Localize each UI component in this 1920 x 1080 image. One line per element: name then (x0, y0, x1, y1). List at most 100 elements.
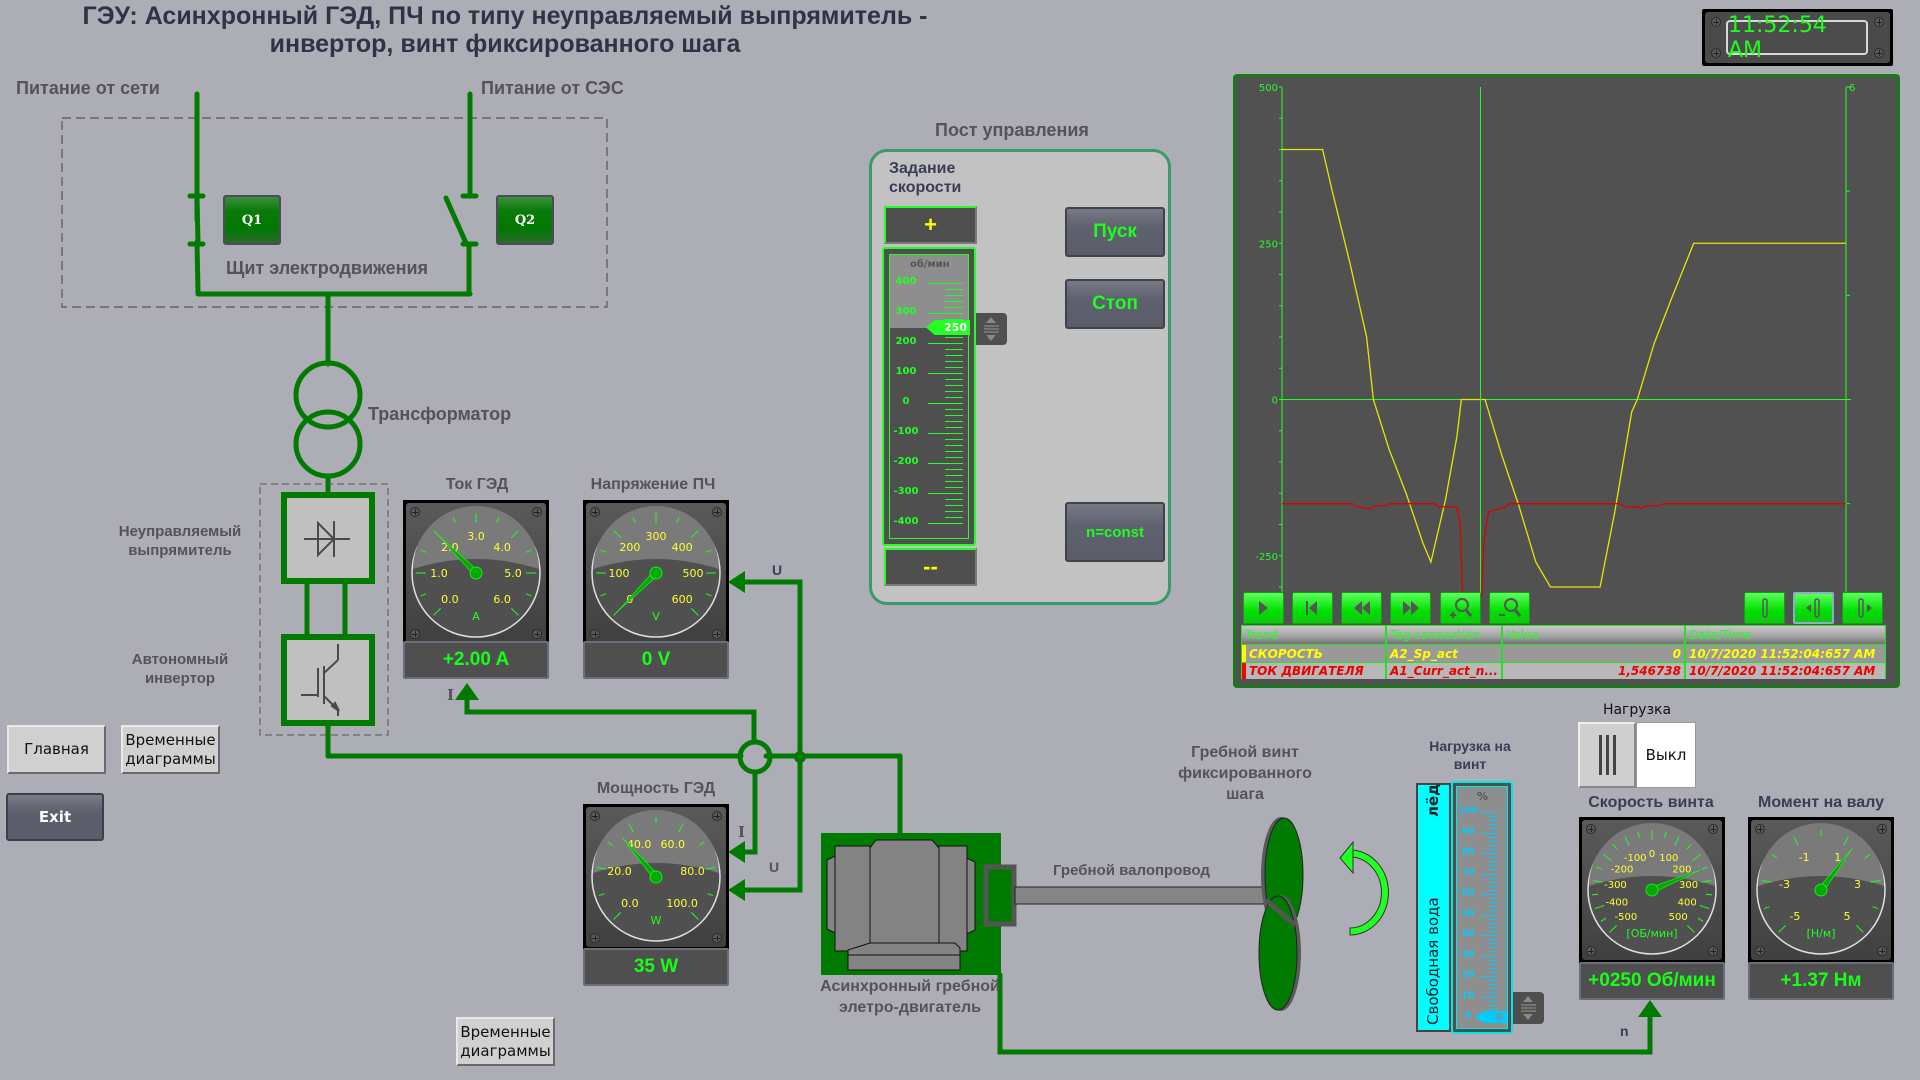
stop-button[interactable]: Стоп (1065, 279, 1165, 329)
slider-tick (945, 457, 963, 458)
load-tick (1489, 939, 1497, 941)
toggle-handle[interactable] (1578, 722, 1636, 788)
gauge-tick (1624, 836, 1630, 846)
slider-spinner[interactable] (976, 313, 1007, 345)
gauge-tick (1612, 844, 1618, 850)
start-button[interactable]: Пуск (1065, 207, 1165, 257)
gauge-tick (676, 517, 680, 524)
trend-to-start-button[interactable] (1292, 592, 1333, 624)
transformer-label: Трансформатор (368, 404, 512, 424)
gauge-tick (433, 608, 441, 616)
gauge-tick (613, 912, 621, 920)
current-gauge: 0.01.02.03.04.05.06.0A (403, 500, 549, 646)
slider-tick-label: 100 (895, 366, 917, 377)
table-row[interactable]: ТОК ДВИГАТЕЛЯ A1_Curr_act_n... 1,546738 … (1242, 662, 1885, 679)
screw-icon (590, 507, 600, 517)
row-datetime: 10/7/2020 11:52:04:657 AM (1689, 664, 1876, 678)
trend-ruler-left-button[interactable] (1793, 592, 1834, 624)
slider-unit: об/мин (910, 259, 950, 270)
slider-tick-label: -200 (893, 456, 919, 467)
gauge-scale-label: -500 (1614, 912, 1637, 923)
load-tick (1481, 935, 1497, 936)
gauge-tick (1609, 925, 1617, 933)
n-const-button[interactable]: n=const (1065, 502, 1165, 562)
trend-back-button[interactable] (1341, 592, 1382, 624)
trend-ruler-right-button[interactable] (1842, 592, 1883, 624)
row-trend: ТОК ДВИГАТЕЛЯ (1242, 663, 1387, 679)
gauge-tick (607, 841, 613, 846)
time-diagrams-button-2[interactable]: Временные диаграммы (456, 1017, 555, 1066)
gauge-scale-label: 500 (1669, 912, 1688, 923)
gauge-scale-label: 6.0 (493, 593, 511, 606)
screw-icon (1755, 824, 1765, 834)
header-value[interactable]: Value (1503, 626, 1686, 644)
load-tick-label: 60 (1461, 888, 1475, 898)
slider-tick (945, 469, 963, 470)
screw-icon (410, 629, 420, 639)
ruler-left-icon (1806, 598, 1820, 618)
slider-tick (945, 481, 963, 482)
slider-tick (945, 517, 963, 518)
trend-forward-button[interactable] (1390, 592, 1431, 624)
gauge-tick (600, 593, 607, 597)
header-datetime[interactable]: Date/Time (1689, 628, 1752, 642)
time-diagrams-button[interactable]: Временные диаграммы (121, 725, 220, 774)
table-row[interactable]: СКОРОСТЬ A2_Sp_act 0 10/7/2020 11:52:04:… (1242, 644, 1885, 662)
trend-play-button[interactable] (1243, 592, 1284, 624)
voltage-readout: 0 V (583, 641, 729, 679)
trend-zoom-in-button[interactable] (1440, 592, 1481, 624)
load-tick (1489, 980, 1497, 982)
slider-tick (945, 289, 963, 290)
gauge-tick (1763, 906, 1770, 910)
speed-decrease-button[interactable]: -- (884, 548, 977, 586)
screw-icon (1877, 824, 1887, 834)
gauge-tick (1600, 917, 1607, 922)
trend-ruler-button[interactable] (1744, 592, 1785, 624)
gauge-tick (1596, 866, 1603, 870)
gauge-scale-label: 0.0 (441, 593, 459, 606)
screw-icon (1755, 946, 1765, 956)
trend-zoom-out-button[interactable] (1489, 592, 1530, 624)
gauge-scale-label: 600 (672, 593, 693, 606)
load-toggle-switch[interactable]: Выкл (1578, 722, 1696, 788)
header-trend[interactable]: Trend (1242, 626, 1387, 644)
slider-tick (945, 427, 963, 428)
torque-gauge-title: Момент на валу (1758, 794, 1884, 811)
slider-thumb[interactable]: 250 (926, 320, 970, 335)
gauge-plate: 0100200300400500600V (586, 503, 726, 643)
prop-speed-readout: +0250 Об/мин (1579, 962, 1725, 1000)
q2-breaker-button[interactable]: Q2 (496, 195, 554, 245)
signal-label-u-power: U (769, 859, 780, 875)
screw-icon (590, 629, 600, 639)
gauge-hub (649, 566, 663, 580)
signal-label-n: n (1620, 1023, 1629, 1039)
load-tick (1481, 976, 1497, 977)
header-tag[interactable]: Tag connection (1387, 626, 1503, 644)
exit-button[interactable]: Exit (6, 793, 104, 841)
main-screen-button[interactable]: Главная (7, 725, 106, 774)
load-spinner[interactable] (1513, 992, 1544, 1024)
speed-increase-button[interactable]: + (884, 206, 977, 244)
gauge-scale-label: 1.0 (430, 567, 448, 580)
slider-tick-label: -400 (893, 516, 919, 527)
signal-label-i-power: I (738, 823, 746, 841)
load-thumb[interactable]: 0 (1475, 1011, 1507, 1023)
gauge-tick (691, 530, 699, 538)
gauge-scale-label: -100 (1624, 853, 1647, 864)
load-tick (1489, 1008, 1497, 1010)
y-tick-label-right: 6 (1849, 83, 1855, 94)
row-tag: A1_Curr_act_n... (1387, 663, 1503, 679)
slider-tick (945, 391, 963, 392)
q1-breaker-button[interactable]: Q1 (223, 195, 281, 245)
page-title: ГЭУ: Асинхронный ГЭД, ПЧ по типу неуправ… (40, 2, 970, 58)
current-gauge-title: Ток ГЭД (445, 476, 509, 493)
converter-frame (259, 483, 389, 736)
gauge-scale-label: -200 (1611, 864, 1634, 875)
slider-tick (945, 307, 963, 308)
